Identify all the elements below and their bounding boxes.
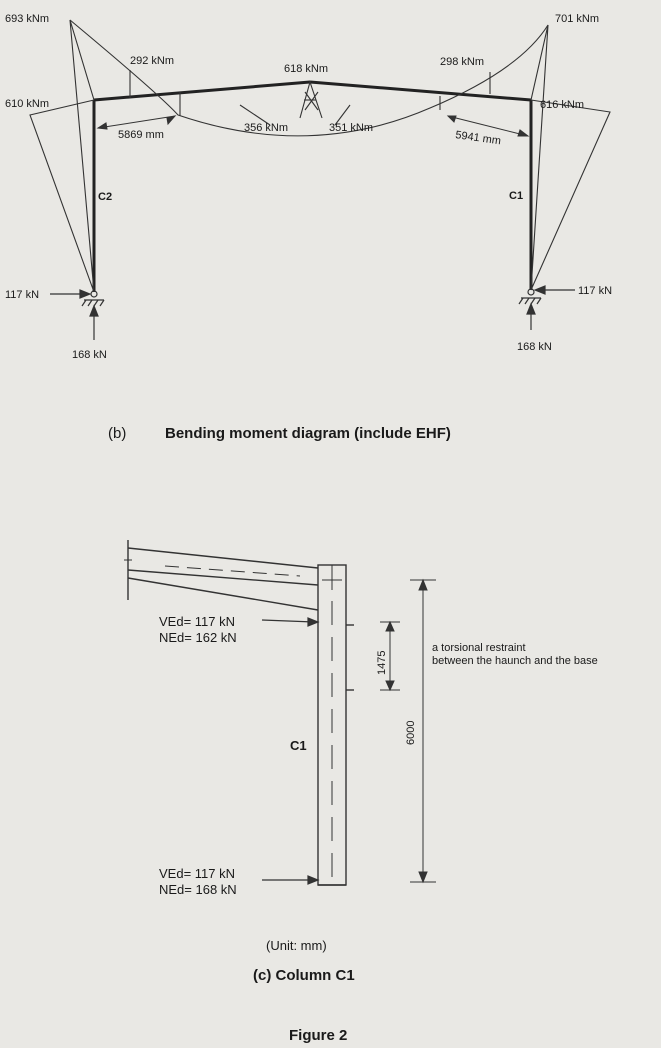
dimension-1475	[380, 620, 400, 692]
dimension-6000	[410, 578, 436, 884]
column-c1-label: C1	[290, 738, 307, 753]
moment-right-rafter: 298 kNm	[440, 56, 484, 68]
reaction-right-horizontal: 117 kN	[578, 285, 612, 297]
caption-b-label: (b)	[108, 425, 126, 442]
column-label-c2: C2	[98, 191, 112, 203]
moment-left-knee: 610 kNm	[5, 98, 49, 110]
top-shear-label: VEd= 117 kN	[159, 614, 235, 629]
moment-right-top: 701 kNm	[555, 13, 599, 25]
moment-curve	[29, 19, 611, 293]
top-axial-label: NEd= 162 kN	[159, 630, 237, 645]
distance-left: 5869 mm	[118, 129, 164, 141]
unit-label: (Unit: mm)	[266, 938, 327, 953]
bottom-load-arrow	[262, 875, 320, 885]
right-horizontal-reaction-arrow	[533, 285, 575, 295]
column-c1-drawing	[124, 540, 354, 886]
column-height-label: 6000	[405, 721, 417, 745]
left-support	[81, 290, 105, 307]
moment-left-rafter: 292 kNm	[130, 55, 174, 67]
reaction-left-vertical: 168 kN	[72, 349, 107, 361]
right-vertical-reaction-arrow	[526, 302, 536, 330]
moment-left-top: 693 kNm	[5, 13, 49, 25]
reaction-right-vertical: 168 kN	[517, 341, 552, 353]
moment-left-mid: 356 kNm	[244, 122, 288, 134]
caption-c: (c) Column C1	[253, 967, 355, 984]
figure-title: Figure 2	[289, 1027, 347, 1044]
distance-arrows	[96, 115, 530, 137]
column-label-c1: C1	[509, 190, 523, 202]
left-vertical-reaction-arrow	[89, 304, 99, 340]
moment-right-mid: 351 kNm	[329, 122, 373, 134]
restraint-spacing-label: 1475	[376, 651, 388, 675]
moment-right-knee: 616 kNm	[540, 99, 584, 111]
restraint-note-line1: a torsional restraint	[432, 642, 526, 654]
moment-apex: 618 kNm	[284, 63, 328, 75]
right-support	[518, 288, 542, 305]
portal-frame	[92, 80, 533, 292]
caption-b-title: Bending moment diagram (include EHF)	[165, 425, 451, 442]
distance-right: 5941 mm	[455, 129, 502, 147]
bottom-axial-label: NEd= 168 kN	[159, 882, 237, 897]
bottom-shear-label: VEd= 117 kN	[159, 866, 235, 881]
reaction-left-horizontal: 117 kN	[5, 289, 39, 301]
top-load-arrow	[261, 617, 320, 627]
left-horizontal-reaction-arrow	[50, 289, 92, 299]
restraint-note-line2: between the haunch and the base	[432, 655, 598, 667]
